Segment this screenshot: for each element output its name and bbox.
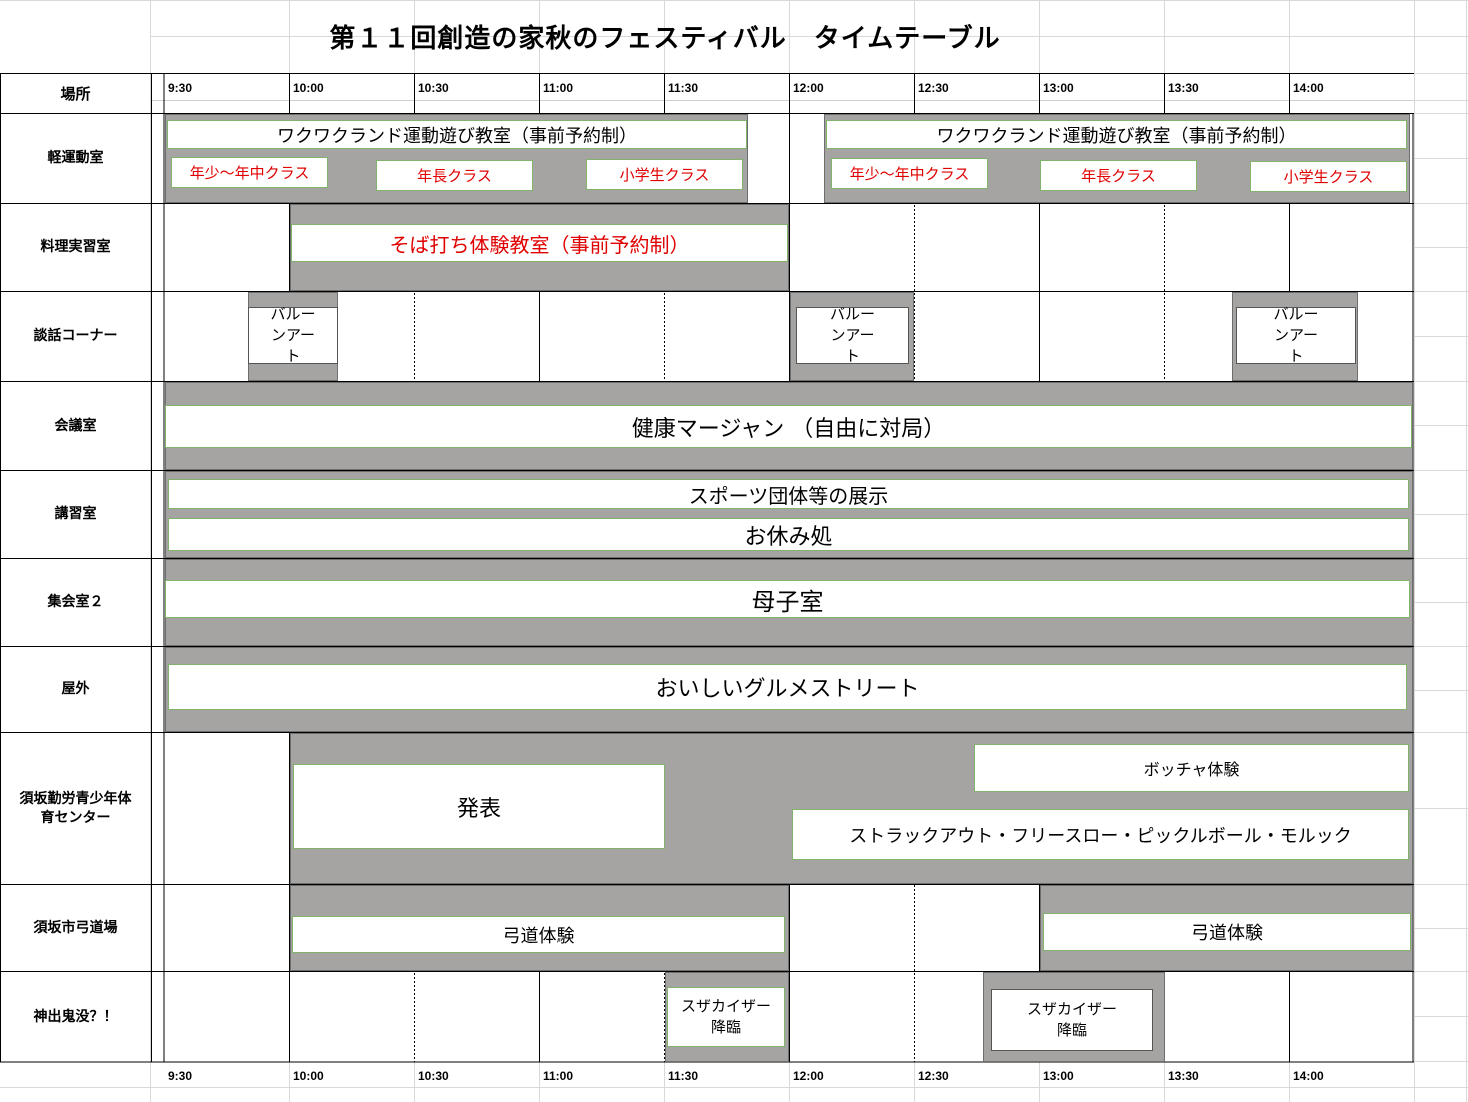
time-top: 12:30: [918, 81, 949, 95]
event-class-shogaku-am: 小学生クラス: [586, 159, 743, 190]
event-class-nencho-am: 年長クラス: [376, 160, 533, 191]
event-mother-child-room: 母子室: [165, 580, 1410, 618]
event-class-shogaku-pm: 小学生クラス: [1250, 161, 1407, 192]
room-label: 料理実習室: [40, 239, 111, 255]
room-label: 会議室: [54, 417, 97, 434]
event-sports-exhibit: スポーツ団体等の展示: [168, 479, 1409, 509]
time-top: 11:30: [668, 81, 699, 95]
time-bottom: 10:30: [418, 1069, 449, 1083]
event-boccia: ボッチャ体験: [974, 744, 1409, 792]
time-bottom: 13:30: [1168, 1069, 1199, 1083]
time-bottom: 11:30: [668, 1069, 699, 1083]
room-label: 談話コーナー: [33, 328, 118, 344]
room-label: 神出鬼没？！: [33, 1008, 118, 1025]
time-bottom: 14:00: [1293, 1069, 1324, 1083]
room-label: 須坂市弓道場: [33, 919, 118, 936]
time-top: 10:30: [418, 81, 449, 95]
room-label: 須坂勤労青少年体育センター: [19, 790, 132, 826]
event-mahjong: 健康マージャン （自由に対局）: [165, 405, 1412, 448]
time-top: 9:30: [168, 81, 193, 95]
event-wakuwaku-pm: ワクワクランド運動遊び教室（事前予約制）: [826, 120, 1407, 149]
time-bottom: 9:30: [168, 1069, 193, 1083]
event-rest-area: お休み処: [168, 518, 1409, 551]
event-suzakaiser-2: スザカイザー降臨: [991, 989, 1153, 1051]
event-presentation: 発表: [293, 764, 665, 849]
page-title: 第１１回創造の家秋のフェスティバル タイムテーブル: [329, 24, 1001, 54]
event-soba: そば打ち体験教室（事前予約制）: [291, 224, 788, 262]
time-bottom: 12:30: [918, 1069, 949, 1083]
time-bottom: 13:00: [1043, 1069, 1074, 1083]
event-balloon-1: バルーンアート: [248, 305, 338, 365]
location-header: 場所: [60, 84, 91, 103]
event-gourmet-street: おいしいグルメストリート: [168, 664, 1407, 710]
event-suzakaiser-1: スザカイザー降臨: [667, 987, 785, 1047]
time-top: 13:00: [1043, 81, 1074, 95]
event-kyudo-pm: 弓道体験: [1043, 913, 1411, 951]
event-strike-out: ストラックアウト・フリースロー・ピックルボール・モルック: [792, 809, 1409, 860]
time-top: 11:00: [543, 81, 574, 95]
room-label: 講習室: [54, 506, 97, 522]
time-bottom: 10:00: [293, 1069, 324, 1083]
room-label: 軽運動室: [47, 150, 104, 166]
time-top: 14:00: [1293, 81, 1324, 95]
event-class-nensho-pm: 年少～年中クラス: [831, 158, 988, 189]
time-top: 13:30: [1168, 81, 1199, 95]
time-top: 12:00: [793, 81, 824, 95]
event-class-nencho-pm: 年長クラス: [1040, 160, 1197, 191]
event-balloon-3: バルーンアート: [1236, 305, 1356, 365]
time-bottom: 12:00: [793, 1069, 824, 1083]
event-wakuwaku-am: ワクワクランド運動遊び教室（事前予約制）: [167, 120, 747, 149]
event-balloon-2: バルーンアート: [796, 305, 909, 365]
event-class-nensho-am: 年少～年中クラス: [171, 157, 328, 188]
time-bottom: 11:00: [543, 1069, 574, 1083]
room-label: 屋外: [61, 681, 90, 697]
room-label: 集会室２: [47, 594, 104, 610]
event-kyudo-am: 弓道体験: [292, 916, 785, 953]
time-top: 10:00: [293, 81, 324, 95]
